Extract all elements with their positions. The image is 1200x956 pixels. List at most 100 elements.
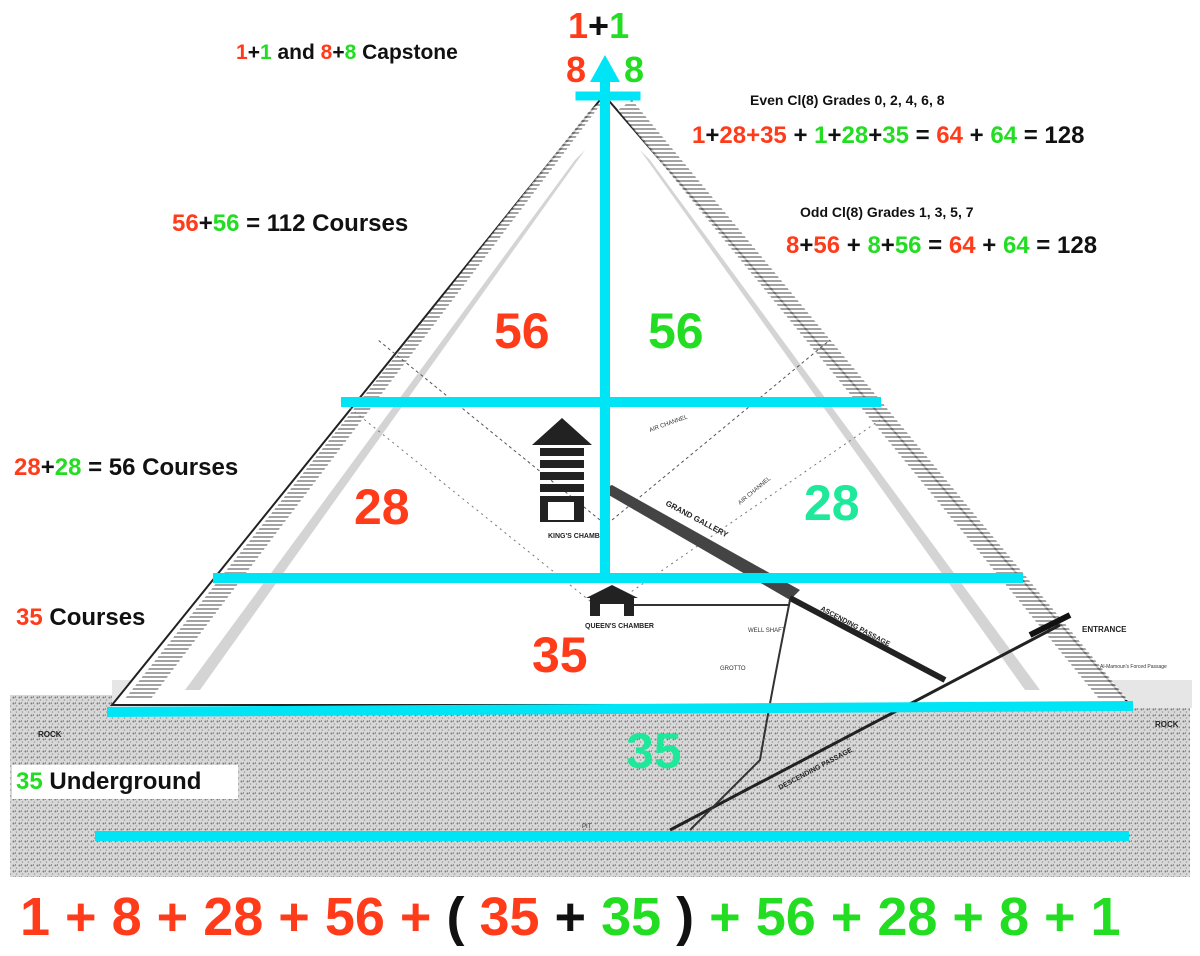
bottom-equation: 1 + 8 + 28 + 56 + ( 35 + 35 ) + 56 + 28 … bbox=[20, 890, 1121, 944]
section-under: 35 bbox=[626, 723, 682, 779]
entrance-label: ENTRANCE bbox=[1082, 625, 1127, 634]
even-t6: 64 bbox=[936, 122, 963, 149]
top-a: 1 bbox=[568, 5, 589, 46]
capstone-and: and bbox=[271, 41, 321, 64]
guide-line-3 bbox=[106, 700, 1134, 718]
bottom-n10: 1 bbox=[1090, 887, 1121, 947]
courses35-a: 35 bbox=[16, 604, 43, 631]
courses56-b: 28 bbox=[54, 454, 82, 481]
courses56-a: 28 bbox=[14, 454, 41, 481]
air-channel-right bbox=[611, 339, 831, 521]
cyan-guides bbox=[95, 70, 1134, 841]
even-title: Even Cl(8) Grades 0, 2, 4, 6, 8 bbox=[750, 92, 945, 108]
section-top-left: 56 bbox=[494, 303, 550, 359]
even-plus: + bbox=[963, 122, 991, 149]
courses56-p: + bbox=[40, 454, 55, 481]
top-sum: 1+1 bbox=[568, 8, 629, 44]
even-eq: = bbox=[908, 122, 937, 149]
odd-t3: 8 bbox=[867, 232, 881, 259]
even-t5: 35 bbox=[882, 122, 909, 149]
odd-t1: 8 bbox=[786, 232, 800, 259]
even-p1: + bbox=[705, 122, 720, 149]
underground-label: 35 Underground bbox=[16, 770, 201, 794]
kings-chamber bbox=[532, 418, 592, 522]
entrance-line bbox=[1028, 612, 1072, 638]
bottom-s1: + bbox=[50, 887, 112, 947]
casing-right-inner bbox=[640, 150, 1040, 690]
underground-label-bg bbox=[12, 765, 238, 799]
courses56-text: = 56 Courses bbox=[81, 454, 239, 481]
section-low: 35 bbox=[532, 627, 588, 683]
odd-p2: + bbox=[880, 232, 895, 259]
rock-right-label: ROCK bbox=[1155, 720, 1179, 729]
bottom-n5: 35 bbox=[479, 887, 540, 947]
capstone-p1: + bbox=[247, 41, 260, 64]
odd-plus: + bbox=[975, 232, 1003, 259]
capstone-a: 1 bbox=[236, 41, 248, 64]
well-shaft bbox=[689, 599, 791, 831]
capstone-b: 1 bbox=[259, 41, 272, 64]
odd-equation: 8+56 + 8+56 = 64 + 64 = 128 bbox=[786, 234, 1097, 258]
even-t1: 1 bbox=[692, 122, 706, 149]
odd-t4: 56 bbox=[894, 232, 922, 259]
odd-eq: = bbox=[921, 232, 949, 259]
bottom-n3: 28 bbox=[203, 887, 264, 947]
courses112-b: 56 bbox=[212, 210, 240, 237]
bottom-lp: ( bbox=[446, 887, 480, 947]
bottom-s3: + bbox=[263, 887, 325, 947]
even-mid: + bbox=[786, 122, 815, 149]
bottom-s7: + bbox=[815, 887, 878, 947]
courses112-p: + bbox=[198, 210, 213, 237]
queens-chamber-label: QUEEN'S CHAMBER bbox=[585, 623, 654, 630]
rock-left-label: ROCK bbox=[38, 730, 62, 739]
odd-p1: + bbox=[799, 232, 814, 259]
section-mid-right: 28 bbox=[804, 475, 860, 531]
even-t3: 1 bbox=[814, 122, 828, 149]
courses112-a: 56 bbox=[172, 210, 199, 237]
even-p3: + bbox=[868, 122, 883, 149]
capstone-label: 1+1 and 8+8 Capstone bbox=[236, 42, 458, 63]
grand-gallery bbox=[600, 485, 800, 600]
queen-shaft-left bbox=[339, 399, 596, 606]
top-d: 8 bbox=[624, 49, 645, 90]
even-t2: 28+35 bbox=[719, 122, 787, 149]
capstone-c: 8 bbox=[320, 41, 333, 64]
underground-text: Underground bbox=[42, 768, 202, 795]
odd-title: Odd Cl(8) Grades 1, 3, 5, 7 bbox=[800, 204, 974, 220]
bottom-n8: 28 bbox=[877, 887, 938, 947]
section-mid-left: 28 bbox=[354, 479, 410, 535]
bottom-s6: + bbox=[694, 887, 756, 947]
even-p2: + bbox=[827, 122, 842, 149]
bottom-bg bbox=[0, 878, 1200, 951]
bottom-s5: + bbox=[539, 887, 602, 947]
even-t4: 28 bbox=[841, 122, 869, 149]
odd-mid: + bbox=[840, 232, 868, 259]
arrow-head bbox=[590, 55, 620, 82]
ascending-passage bbox=[788, 595, 947, 683]
courses-35-label: 35 Courses bbox=[16, 606, 145, 630]
even-equation: 1+28+35 + 1+28+35 = 64 + 64 = 128 bbox=[692, 124, 1084, 148]
odd-t5: 64 bbox=[948, 232, 976, 259]
bottom-s4: + bbox=[384, 887, 447, 947]
odd-t2: 56 bbox=[813, 232, 841, 259]
grotto-label: GROTTO bbox=[720, 666, 746, 672]
casing-left-inner bbox=[185, 150, 585, 690]
bottom-n1: 1 bbox=[20, 887, 51, 947]
bottom-s2: + bbox=[141, 887, 204, 947]
top-b: 1 bbox=[609, 5, 630, 46]
courses-112-label: 56+56 = 112 Courses bbox=[172, 212, 408, 236]
bottom-n7: 56 bbox=[755, 887, 816, 947]
queens-chamber bbox=[586, 585, 638, 616]
capstone-text: Capstone bbox=[356, 41, 458, 64]
bottom-rp: ) bbox=[661, 887, 695, 947]
pit-label: PIT bbox=[582, 824, 592, 830]
well-shaft-label: WELL SHAFT bbox=[748, 628, 786, 634]
section-top-right: 56 bbox=[648, 303, 704, 359]
top-plus: + bbox=[588, 5, 610, 46]
bottom-s9: + bbox=[1028, 887, 1091, 947]
capstone-d: 8 bbox=[344, 41, 357, 64]
even-res: = 128 bbox=[1017, 122, 1085, 149]
capstone-p2: + bbox=[332, 41, 345, 64]
courses35-text: Courses bbox=[42, 604, 146, 631]
